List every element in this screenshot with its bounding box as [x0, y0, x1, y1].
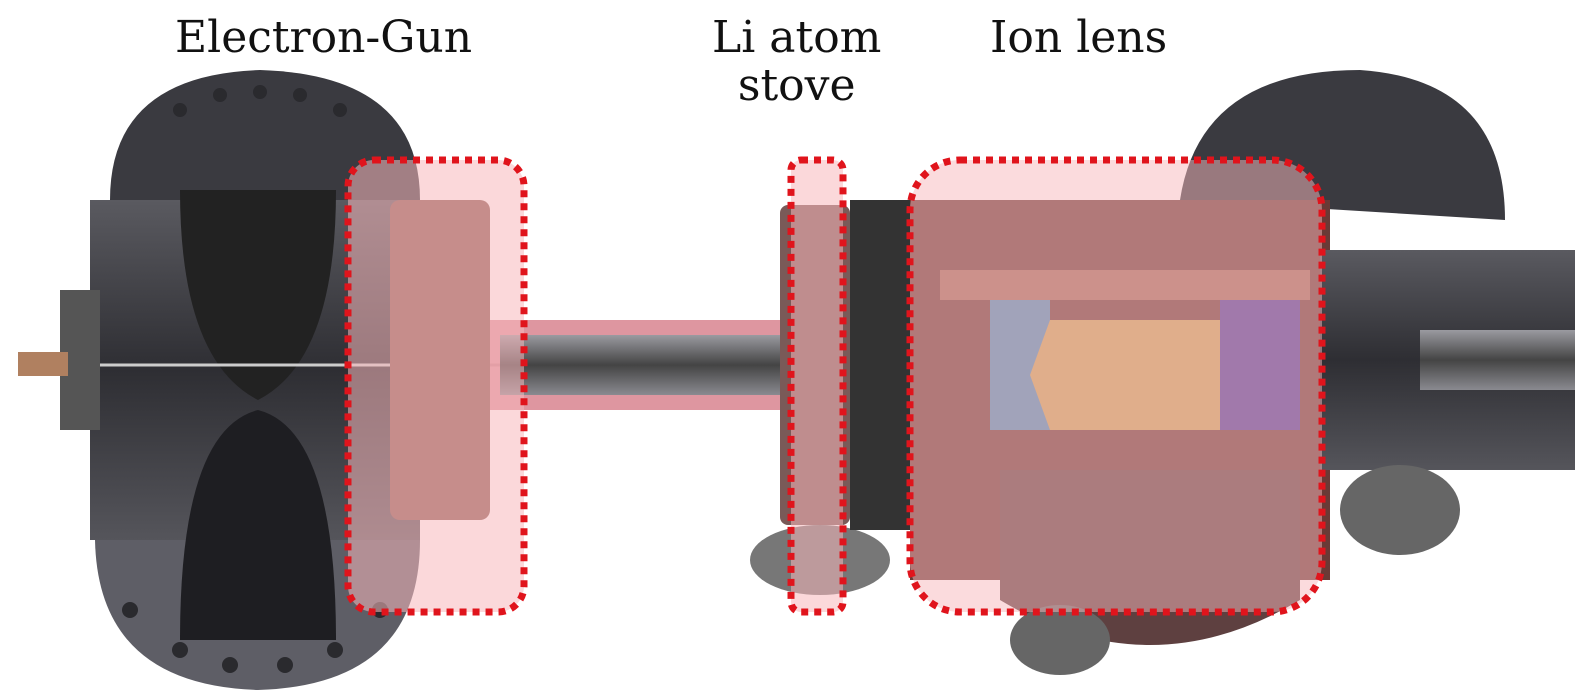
li-atom-stove-label-line1: Li atom [712, 12, 882, 63]
ion-lens-label: Ion lens [990, 12, 1168, 63]
electron-gun-label: Electron-Gun [175, 12, 473, 63]
li-atom-stove-label-line2: stove [737, 60, 856, 111]
bellows-tube [490, 320, 790, 410]
li-atom-stove-label: Li atom stove [712, 14, 881, 110]
highlight-li-atom-stove [787, 156, 847, 616]
highlight-electron-gun [344, 156, 528, 616]
highlight-ion-lens [906, 156, 1326, 616]
